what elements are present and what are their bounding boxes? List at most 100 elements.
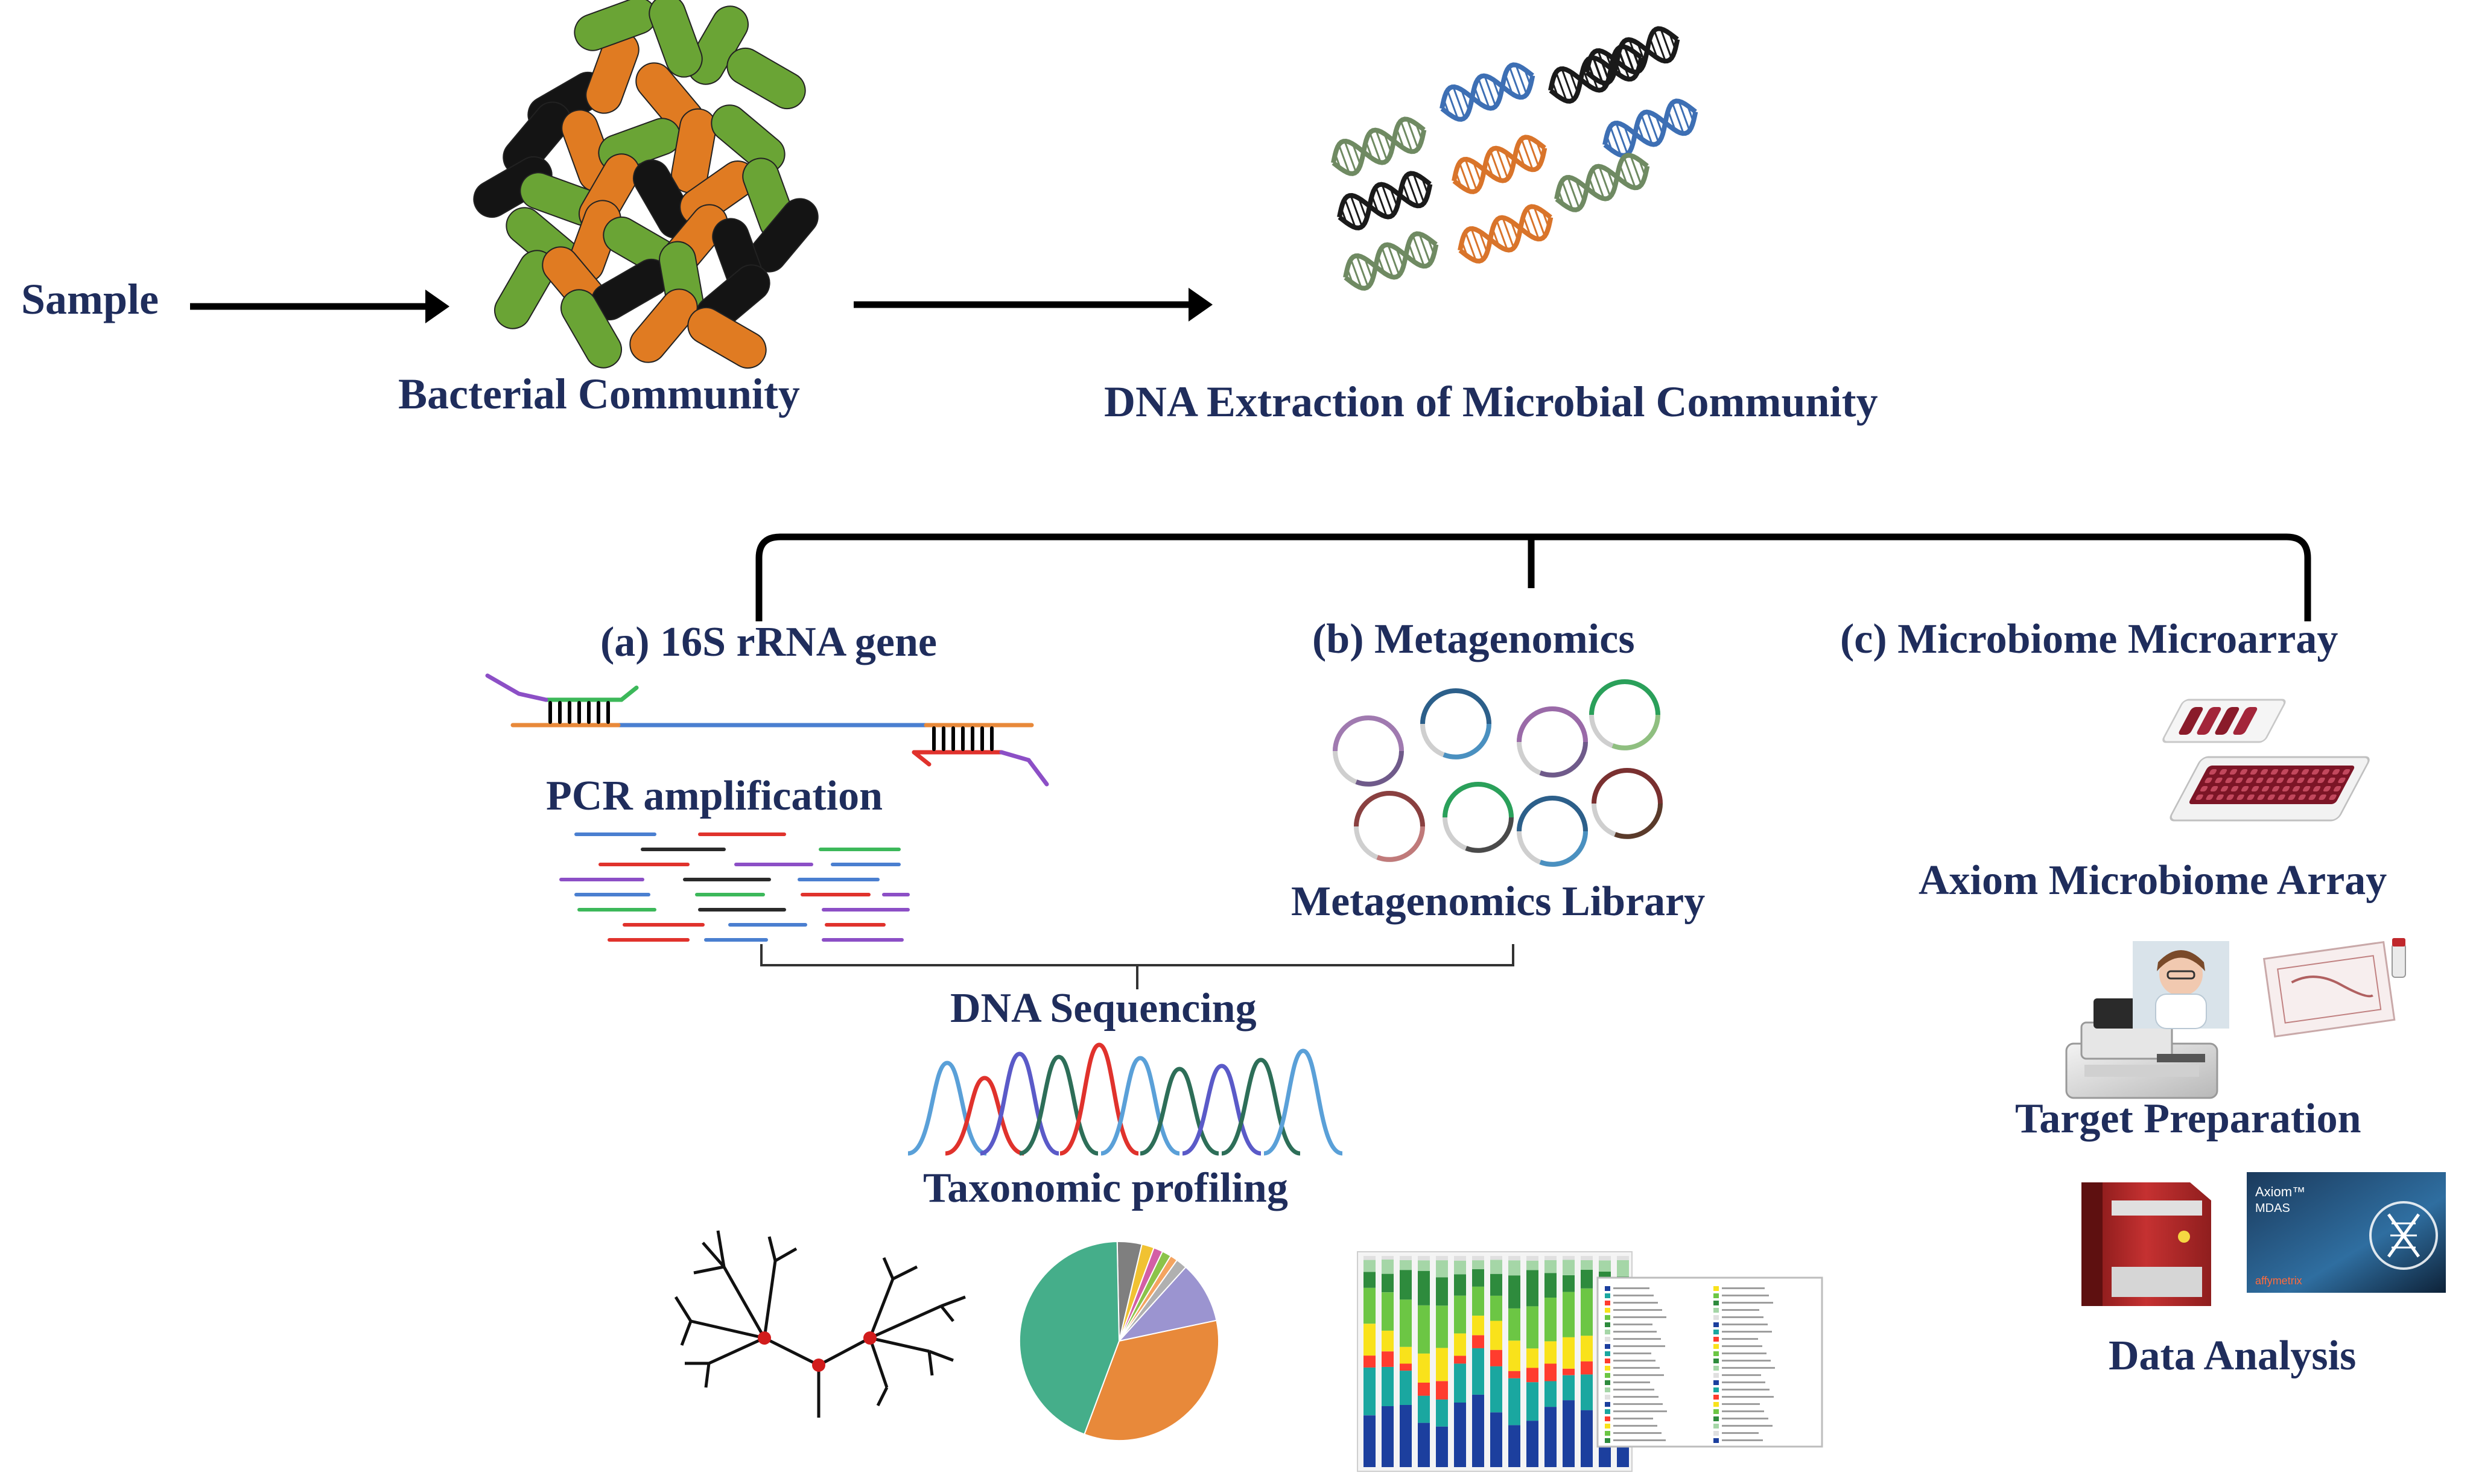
- tree-node: [758, 1331, 771, 1345]
- stacked-bar-segment: [1508, 1371, 1520, 1378]
- product-vendor: affymetrix: [2255, 1275, 2302, 1287]
- stacked-bar-segment: [1563, 1368, 1575, 1375]
- stacked-bar-segment: [1436, 1381, 1448, 1400]
- dna-helix: [1602, 98, 1698, 158]
- stacked-bar-segment: [1418, 1260, 1430, 1271]
- label-metagenomics-library: Metagenomics Library: [1291, 878, 1706, 925]
- bacterial-community-illustration: [473, 0, 819, 369]
- chromatogram-peak: [907, 1061, 987, 1156]
- label-target-preparation: Target Preparation: [2015, 1096, 2361, 1142]
- stacked-bar-segment: [1363, 1324, 1376, 1356]
- stacked-bar-segment: [1472, 1260, 1484, 1269]
- stacked-bar-segment: [1617, 1260, 1629, 1276]
- bacterium: [687, 307, 767, 369]
- bacterium: [473, 156, 553, 218]
- sequencing-connector: [760, 944, 1514, 989]
- legend-swatch: [1605, 1424, 1610, 1429]
- dna-helix-illustration: [1331, 26, 1698, 291]
- plasmid-circle: [1589, 679, 1660, 750]
- stacked-bar-segment: [1490, 1412, 1502, 1467]
- legend-swatch: [1713, 1293, 1719, 1298]
- stacked-bar-segment: [1472, 1316, 1484, 1336]
- stacked-bar-segment: [1400, 1405, 1412, 1467]
- legend-swatch: [1713, 1387, 1719, 1392]
- stacked-bar-segment: [1454, 1256, 1466, 1261]
- legend-swatch: [1713, 1286, 1719, 1291]
- legend-swatch: [1605, 1409, 1610, 1414]
- legend-swatch: [1713, 1395, 1719, 1400]
- stacked-bar-segment: [1363, 1260, 1376, 1272]
- stacked-bar-segment: [1526, 1368, 1538, 1383]
- label-axiom-array: Axiom Microbiome Array: [1919, 857, 2387, 904]
- legend-swatch: [1605, 1308, 1610, 1313]
- branch-bracket: [755, 533, 2311, 621]
- legend-swatch: [1713, 1301, 1719, 1305]
- legend-swatch: [1605, 1315, 1610, 1320]
- arrow-community-to-extraction: [854, 288, 1213, 322]
- legend-swatch: [1713, 1366, 1719, 1371]
- stacked-bar-segment: [1472, 1286, 1484, 1316]
- stacked-bar-segment: [1418, 1422, 1430, 1467]
- stacked-bar-segment: [1526, 1382, 1538, 1421]
- stacked-bar-segment: [1418, 1353, 1430, 1383]
- legend-swatch: [1713, 1322, 1719, 1327]
- stacked-bar-segment: [1454, 1363, 1466, 1403]
- stacked-bar-segment: [1581, 1361, 1593, 1375]
- stacked-bar-segment: [1400, 1256, 1412, 1260]
- legend-swatch: [1605, 1344, 1610, 1349]
- label-taxonomic-profiling: Taxonomic profiling: [923, 1165, 1288, 1211]
- stacked-bar-segment: [1472, 1335, 1484, 1348]
- stacked-bar-segment: [1418, 1383, 1430, 1396]
- stacked-bar-segment: [1508, 1378, 1520, 1425]
- stacked-bar-segment: [1508, 1340, 1520, 1371]
- stacked-bar-segment: [1508, 1256, 1520, 1261]
- bacterium: [711, 104, 786, 173]
- stacked-bar-segment: [1400, 1270, 1412, 1300]
- legend-swatch: [1713, 1315, 1719, 1320]
- stacked-bar-segment: [1581, 1256, 1593, 1260]
- stacked-bar-segment: [1526, 1270, 1538, 1307]
- legend-swatch: [1605, 1293, 1610, 1298]
- metagenomics-plasmid-circles: [1333, 679, 1663, 867]
- legend-swatch: [1713, 1330, 1719, 1334]
- stacked-bar-segment: [1599, 1260, 1611, 1272]
- legend-swatch: [1713, 1351, 1719, 1356]
- legend-swatch: [1713, 1409, 1719, 1414]
- dna-helix: [1337, 171, 1433, 230]
- stacked-bar-segment: [1490, 1295, 1502, 1321]
- stacked-bar-segment: [1382, 1406, 1394, 1467]
- stacked-bar-segment: [1363, 1287, 1376, 1324]
- bacterium: [629, 288, 698, 363]
- stacked-bar-segment: [1400, 1346, 1412, 1364]
- legend-swatch: [1713, 1416, 1719, 1421]
- stacked-bar-segment: [1544, 1363, 1557, 1381]
- label-branch-b: (b) Metagenomics: [1312, 616, 1635, 662]
- legend-swatch: [1605, 1286, 1610, 1291]
- stacked-bar-segment: [1581, 1288, 1593, 1336]
- phylogenetic-tree: [674, 1230, 966, 1418]
- stacked-bar-legend: [1596, 1276, 1823, 1448]
- stacked-bar-segment: [1526, 1256, 1538, 1261]
- microarray-plate-image: [2162, 699, 2370, 822]
- stacked-bar-segment: [1508, 1275, 1520, 1308]
- stacked-bar-segment: [1490, 1273, 1502, 1296]
- legend-swatch: [1713, 1308, 1719, 1313]
- legend-swatch: [1713, 1431, 1719, 1436]
- label-branch-c: (c) Microbiome Microarray: [1840, 616, 2338, 662]
- legend-swatch: [1713, 1424, 1719, 1429]
- product-brand: Axiom™: [2255, 1184, 2305, 1199]
- stacked-bar-segment: [1490, 1256, 1502, 1260]
- stacked-bar-segment: [1563, 1275, 1575, 1292]
- legend-swatch: [1605, 1380, 1610, 1385]
- plasmid-circle: [1420, 688, 1491, 759]
- dna-helix: [1458, 204, 1554, 264]
- dna-helix: [1343, 231, 1439, 291]
- label-dna-sequencing: DNA Sequencing: [950, 985, 1257, 1032]
- pcr-read-fragments: [559, 832, 910, 942]
- legend-swatch: [1605, 1402, 1610, 1407]
- plasmid-circle: [1517, 796, 1588, 867]
- legend-swatch: [1605, 1322, 1610, 1327]
- stacked-bar-segment: [1363, 1415, 1376, 1467]
